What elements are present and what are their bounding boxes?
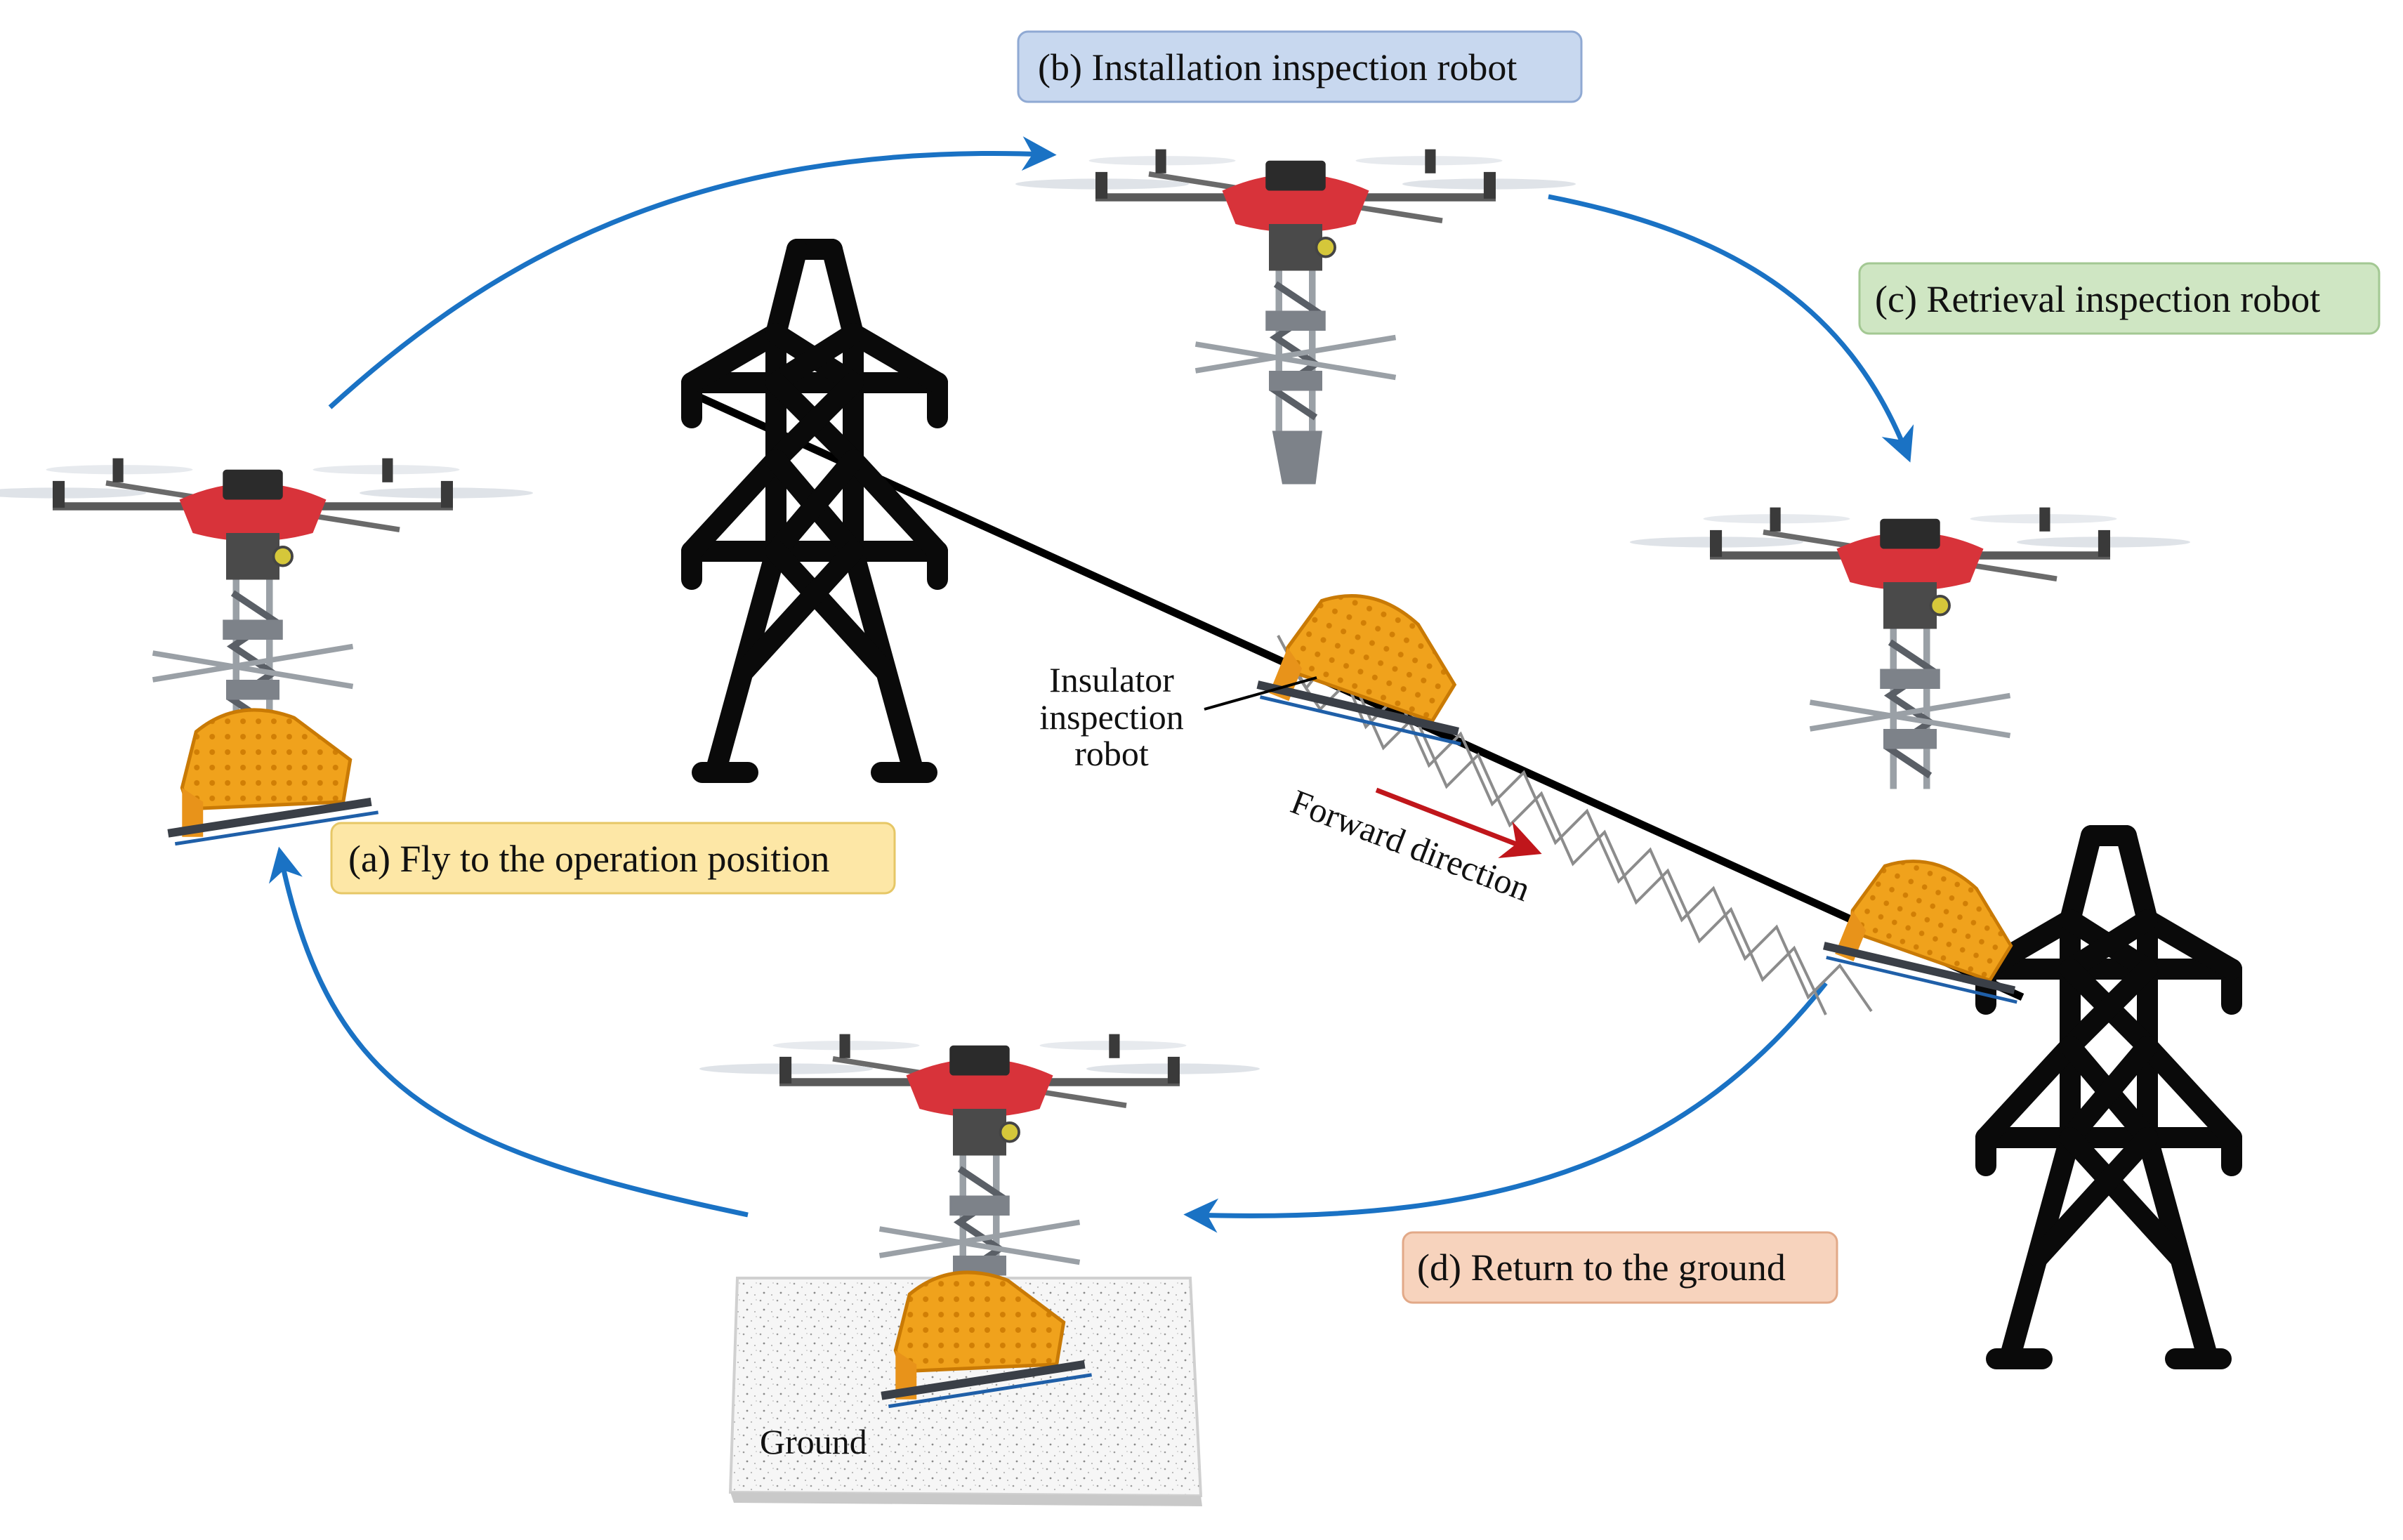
label-b-box (1017, 30, 1583, 103)
transmission-tower-icon (692, 249, 937, 772)
insulator-robot-label-line2: inspection (1039, 697, 1184, 737)
cycle-arrows (268, 136, 1914, 1233)
arrow-c-to-d (1183, 981, 1828, 1233)
transmission-tower-icon (1986, 836, 2232, 1359)
label-a-box (330, 822, 896, 895)
quadcopter-drone-icon (1015, 150, 1576, 431)
quadcopter-drone-icon (1630, 508, 2190, 789)
insulator-robot-label-line1: Insulator (1049, 660, 1174, 699)
label-b: (b) Installation inspection robot (1017, 30, 1583, 103)
label-d-text: (d) Return to the ground (1417, 1246, 1786, 1289)
quadcopter-drone-icon (0, 459, 533, 740)
label-d-box (1402, 1231, 1838, 1304)
drone-b (1015, 150, 1576, 485)
insulator-robot-label-line3: robot (1074, 734, 1149, 773)
arrow-a-to-b (328, 136, 1057, 409)
label-c-box (1858, 262, 2381, 335)
label-d: (d) Return to the ground (1402, 1231, 1838, 1304)
label-c-text: (c) Retrieval inspection robot (1875, 278, 2320, 320)
arrow-b-to-c (1548, 194, 1914, 463)
ground-label: Ground (760, 1422, 867, 1461)
label-a-text: (a) Fly to the operation position (348, 838, 829, 880)
label-b-text: (b) Installation inspection robot (1038, 46, 1517, 88)
arrow-d-to-a (268, 846, 749, 1218)
drone-a (0, 459, 533, 844)
insulator-robot-leader (1204, 676, 1317, 711)
label-c: (c) Retrieval inspection robot (1858, 262, 2381, 335)
forward-direction-arrow (1375, 787, 1542, 858)
label-a: (a) Fly to the operation position (330, 822, 896, 895)
